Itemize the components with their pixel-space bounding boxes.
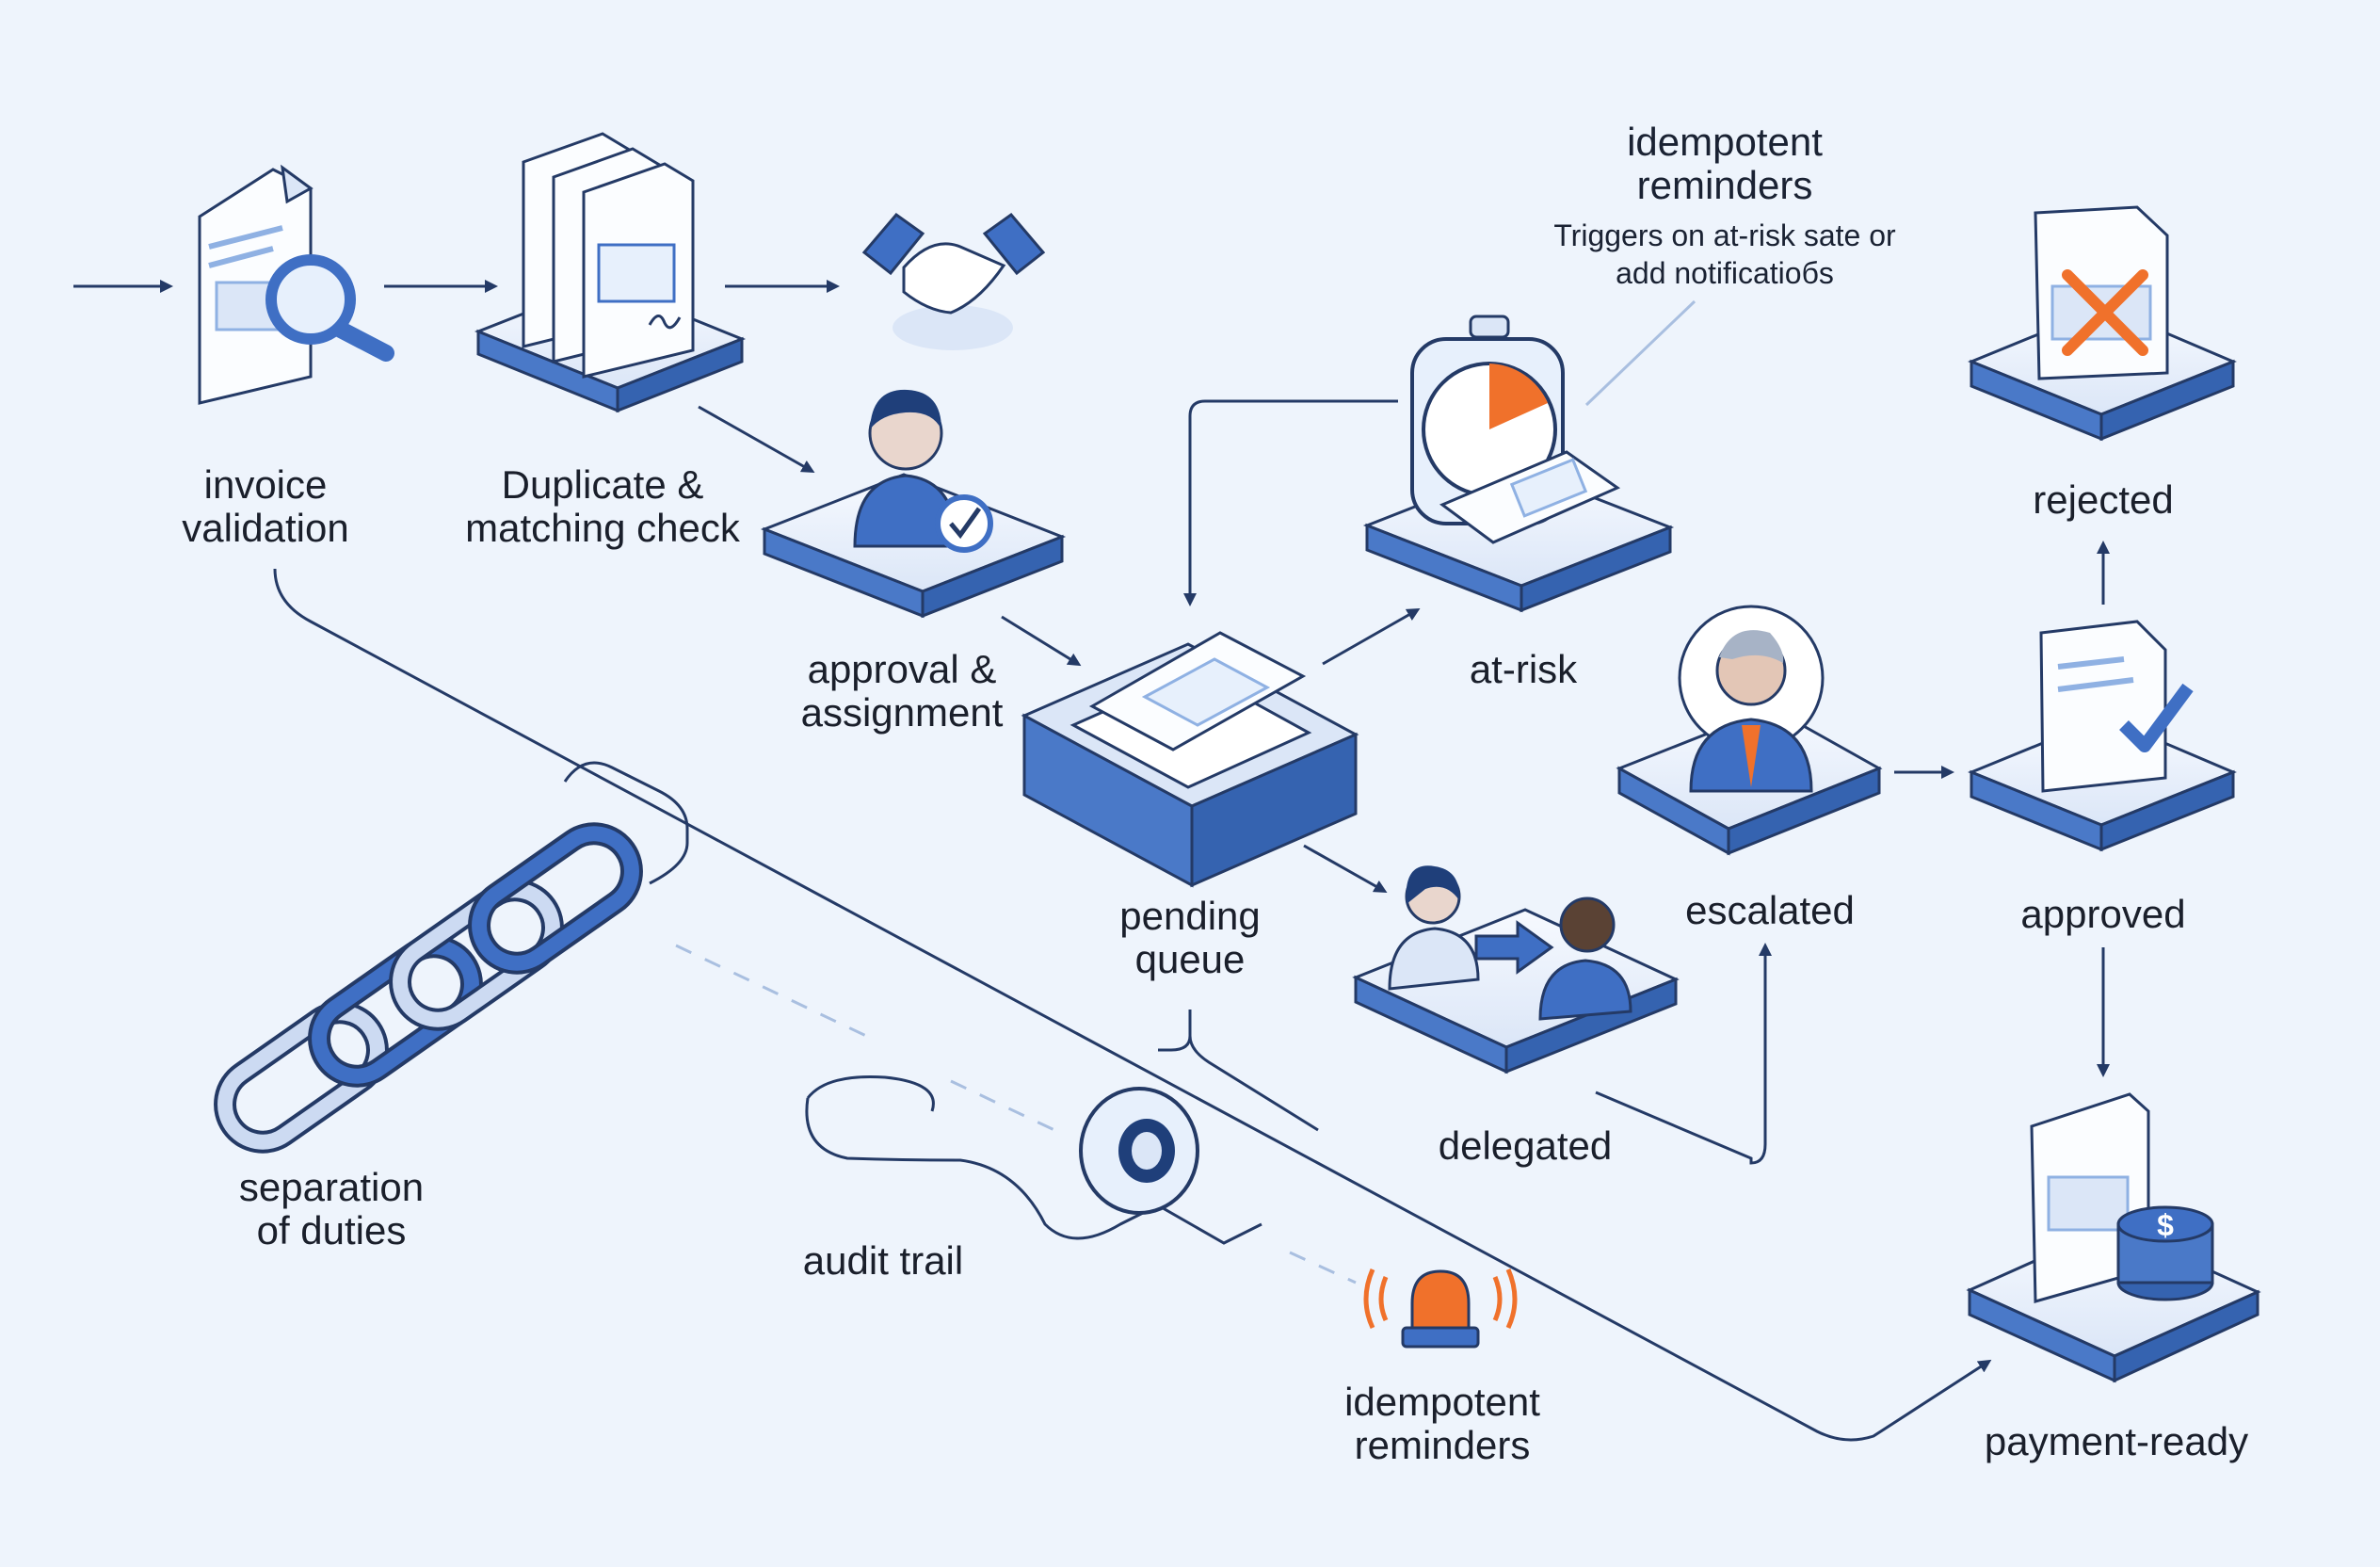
note-title: idempotent reminders — [1627, 120, 1823, 207]
arrow-queue-to-delegated — [1303, 844, 1388, 893]
label-duplicate-check: Duplicate & matching check — [465, 462, 740, 550]
approved-platform — [1968, 620, 2237, 852]
arrow-approval-to-queue — [1001, 615, 1082, 667]
chain-icon — [214, 822, 643, 1154]
duplicate-docs-icon — [474, 132, 747, 413]
label-payment-ready: payment-ready — [1984, 1419, 2249, 1463]
arrow-atrisk-to-queue — [1183, 399, 1398, 606]
label-at-risk: at-risk — [1469, 647, 1578, 691]
arrow-queue-to-atrisk — [1322, 608, 1421, 666]
svg-text:$: $ — [2157, 1208, 2174, 1242]
line-separation-branch — [563, 761, 689, 885]
label-idempotent-reminders-bottom: idempotent reminders — [1344, 1380, 1540, 1467]
label-audit-trail: audit trail — [802, 1238, 964, 1283]
delegated-platform — [1352, 865, 1680, 1074]
line-queue-branch — [1158, 1010, 1192, 1052]
payment-platform: $ — [1966, 1092, 2261, 1383]
inbox-tray-icon — [1021, 631, 1359, 888]
line-validation-to-payment — [273, 568, 1992, 1442]
label-delegated: delegated — [1438, 1123, 1613, 1168]
handshake-icon — [861, 212, 1046, 350]
label-approved: approved — [2020, 892, 2186, 936]
arrow-delegated-to-escalated — [1595, 943, 1772, 1165]
connectors — [73, 280, 2110, 1442]
label-pending-queue: pending queue — [1119, 894, 1261, 981]
coin-stack-icon: $ — [2116, 1205, 2214, 1301]
approval-platform — [760, 389, 1067, 619]
label-invoice-validation: invoice validation — [182, 462, 349, 550]
invoice-search-icon — [198, 164, 394, 405]
tape-roll-icon — [805, 1075, 1262, 1245]
note-subtitle: Triggers on at-risk sate or add notifica… — [1553, 218, 1896, 290]
rejected-platform — [1968, 205, 2237, 442]
label-rejected: rejected — [2033, 477, 2174, 522]
label-escalated: escalated — [1685, 888, 1855, 932]
label-approval-assignment: approval & assignment — [800, 647, 1004, 735]
line-queue-branch-down — [1188, 1035, 1319, 1132]
siren-icon — [1363, 1268, 1518, 1349]
stopwatch-icon — [1362, 315, 1675, 613]
arrow-duplicate-to-approval — [698, 405, 815, 473]
dashed-connectors — [675, 299, 1697, 1284]
label-separation-of-duties: separation of duties — [238, 1165, 425, 1252]
escalated-platform — [1616, 605, 1883, 856]
